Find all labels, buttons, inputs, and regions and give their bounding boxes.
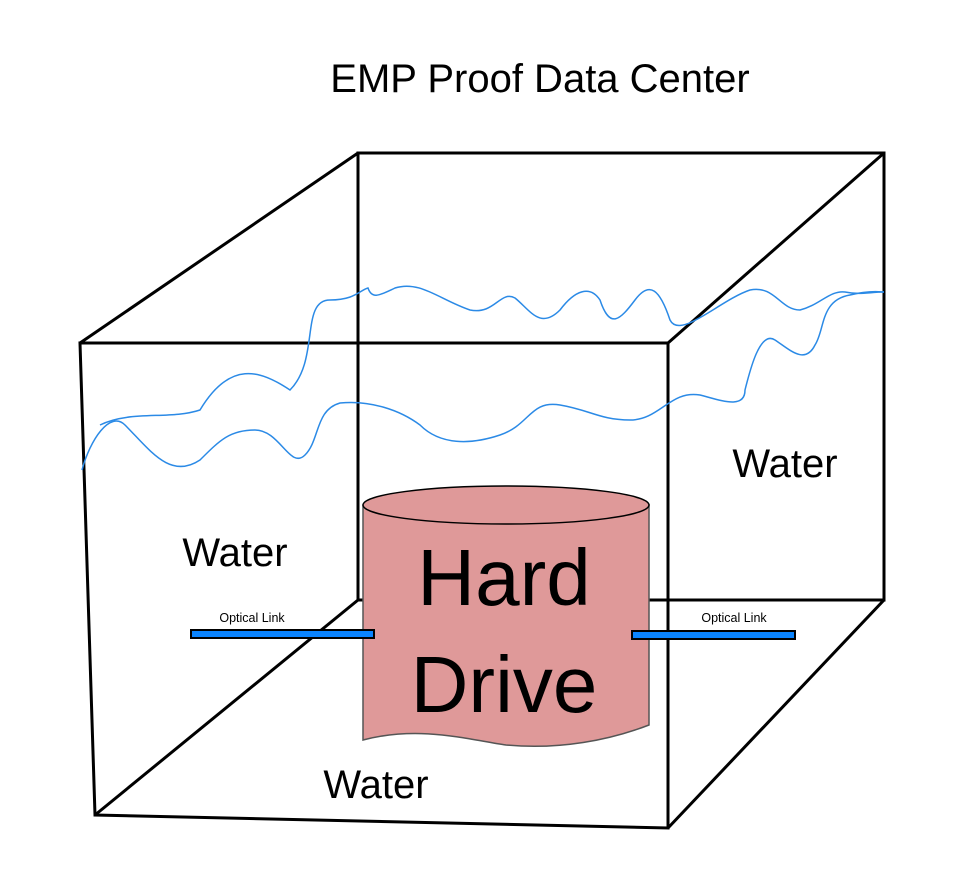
water-label-right: Water bbox=[732, 442, 837, 486]
optical-link-bar bbox=[631, 630, 796, 640]
hard-drive-label-line2: Drive bbox=[411, 640, 598, 729]
cube-edge bbox=[667, 151, 885, 345]
hard-drive-body bbox=[362, 504, 650, 748]
cube-edge bbox=[79, 151, 359, 345]
cube-edge bbox=[666, 598, 886, 830]
water-label-left: Water bbox=[182, 531, 287, 575]
water-wave-upper bbox=[99, 285, 885, 426]
water-surface bbox=[81, 285, 885, 471]
optical-link-left: Optical Link bbox=[190, 611, 375, 639]
optical-link-right: Optical Link bbox=[631, 611, 796, 640]
water-wave-lower bbox=[81, 290, 885, 471]
water-label-bottom: Water bbox=[323, 763, 428, 807]
optical-link-label: Optical Link bbox=[701, 611, 767, 625]
hard-drive: Hard Drive bbox=[362, 485, 650, 748]
cube-front-face bbox=[78, 341, 670, 830]
hard-drive-top bbox=[362, 485, 650, 525]
hard-drive-label-line1: Hard bbox=[417, 533, 590, 622]
diagram-title: EMP Proof Data Center bbox=[330, 57, 749, 101]
optical-link-bar bbox=[190, 629, 375, 639]
cube bbox=[78, 151, 886, 830]
optical-link-label: Optical Link bbox=[219, 611, 285, 625]
